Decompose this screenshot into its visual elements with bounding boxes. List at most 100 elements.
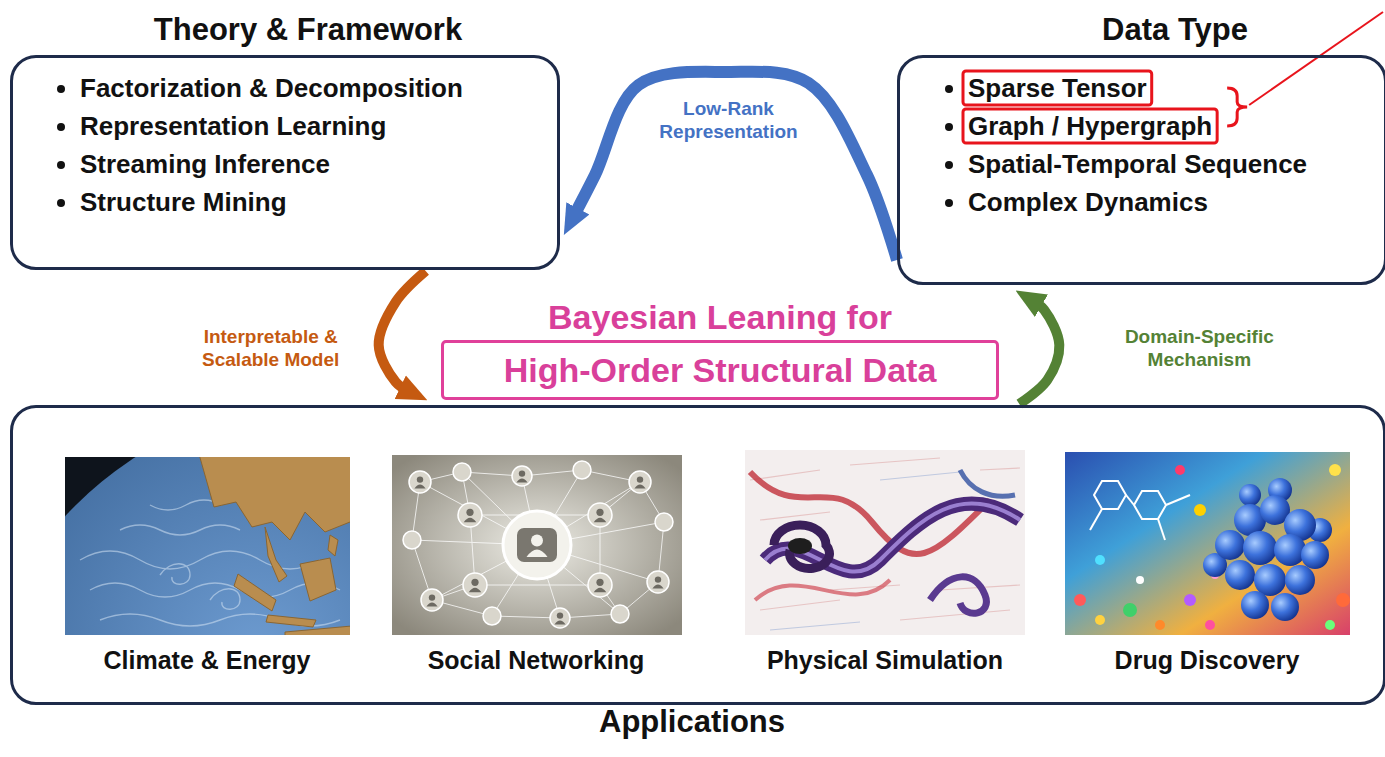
flow-picture-part	[930, 577, 986, 613]
network-picture-part-part	[550, 608, 570, 628]
globe-picture-part-part	[195, 457, 350, 540]
flow-picture-part	[745, 450, 1025, 635]
flow-picture-part-part	[830, 585, 900, 590]
molecule-picture-part-part	[1184, 594, 1196, 606]
network-picture	[392, 455, 682, 635]
network-picture-part-part	[403, 531, 421, 549]
globe-picture-part	[195, 457, 350, 635]
globe-picture-part-part	[234, 574, 276, 611]
bullet-item: Representation Learning	[80, 107, 547, 145]
highlight-marks	[963, 12, 1383, 143]
molecule-picture-part-part	[1094, 481, 1126, 509]
network-picture-part-part	[426, 594, 437, 606]
bullet-text: Representation Learning	[80, 111, 386, 141]
molecule-picture-part-part	[1194, 504, 1206, 516]
molecule-picture-part-part	[1215, 530, 1245, 560]
globe-picture-part-part	[210, 589, 240, 610]
molecule-picture-part-part	[1095, 555, 1105, 565]
globe-picture-part	[65, 457, 350, 635]
molecule-picture-part	[1074, 464, 1350, 630]
core-topic-box: Bayesian Leaning forHigh-Order Structura…	[441, 340, 1000, 400]
bullet-item: Factorization & Decomposition	[80, 69, 547, 107]
network-picture-part-part	[588, 503, 612, 527]
network-picture-part-part	[647, 571, 669, 593]
highlight-marks-part	[1249, 12, 1383, 105]
globe-picture-part-part	[265, 527, 287, 582]
arrow-label: Low-Rank Representation	[649, 97, 809, 143]
bullet-text: Factorization & Decomposition	[80, 73, 463, 103]
network-picture-part-part	[655, 513, 673, 531]
network-picture-part	[503, 511, 571, 579]
application-caption: Physical Simulation	[767, 645, 1003, 675]
molecule-picture-part-part	[1123, 603, 1137, 617]
application-caption: Drug Discovery	[1115, 645, 1300, 675]
network-picture-part	[412, 470, 664, 618]
molecule-picture-part-part	[1271, 593, 1299, 621]
molecule-picture-part-part	[1090, 509, 1102, 530]
molecule-picture-part-part	[1243, 531, 1277, 565]
arrow-label: Interpretable & Scalable Model	[191, 325, 351, 371]
topic-text: High-Order Structural Data	[504, 343, 937, 397]
flow-picture-part	[960, 470, 1015, 496]
molecule-picture-part-part	[1336, 593, 1350, 607]
network-picture-part-part	[629, 471, 651, 493]
molecule-picture-part-part	[1166, 495, 1190, 505]
panel-heading: Theory & Framework	[154, 12, 462, 48]
flow-picture-part	[750, 458, 1020, 620]
globe-picture-part-part	[266, 615, 316, 627]
bullet-item: Complex Dynamics	[968, 183, 1374, 221]
bullet-text: Graph / Hypergraph	[968, 111, 1212, 141]
curved-arrow	[573, 72, 897, 260]
highlight-marks-part	[963, 71, 1152, 105]
bullet-list: Factorization & DecompositionRepresentat…	[13, 58, 557, 221]
globe-picture-part-part	[100, 614, 340, 626]
flow-picture-part-part	[980, 468, 1020, 470]
arrow-label: Domain-Specific Mechanism	[1119, 325, 1279, 371]
molecule-picture-part-part	[1239, 484, 1261, 506]
network-picture-part-part	[464, 509, 477, 523]
bullet-item: Spatial-Temporal Sequence	[968, 145, 1374, 183]
globe-picture-part-part	[300, 558, 336, 601]
network-picture-part-part	[414, 476, 425, 488]
network-picture-part-part	[475, 585, 600, 586]
flow-picture-part-part	[880, 472, 960, 480]
molecule-picture-part-part	[1134, 491, 1166, 519]
globe-picture-part-part	[80, 551, 320, 569]
bullet-text: Spatial-Temporal Sequence	[968, 149, 1307, 179]
flow-picture-part-part	[760, 600, 840, 610]
bullet-item: Streaming Inference	[80, 145, 547, 183]
flow-picture	[745, 450, 1025, 635]
globe-picture-part-part	[285, 626, 350, 635]
highlight-marks-part	[963, 109, 1217, 143]
molecule-picture-part	[1090, 481, 1190, 540]
flow-picture-part	[788, 538, 812, 554]
bullet-text: Sparse Tensor	[968, 73, 1147, 103]
flow-picture-part	[774, 525, 829, 568]
globe-picture-part-part	[328, 535, 338, 556]
bullet-item: Structure Mining	[80, 183, 547, 221]
molecule-picture-part-part	[1136, 576, 1144, 584]
network-picture-part-part	[463, 573, 487, 597]
network-picture-part-part	[421, 589, 443, 611]
application-caption: Social Networking	[428, 645, 645, 675]
network-picture-part-part	[643, 477, 657, 492]
flow-picture-part-part	[850, 458, 940, 465]
molecule-picture-part-part	[1254, 564, 1286, 596]
framework-panel: Theory & FrameworkFactorization & Decomp…	[10, 55, 560, 270]
globe-picture-part-part	[150, 500, 222, 510]
globe-picture-part-part	[160, 564, 190, 585]
network-picture-part	[527, 535, 548, 558]
applications-panel: ApplicationsClimate & EnergySocial Netwo…	[10, 405, 1385, 705]
network-picture-part-part	[634, 476, 645, 488]
network-picture-part-part	[611, 605, 629, 623]
network-picture-part-part	[469, 579, 482, 593]
network-picture-part-part	[412, 470, 664, 618]
network-picture-part-part	[594, 509, 607, 523]
globe-picture-part-part	[120, 525, 240, 535]
molecule-picture-part-part	[1155, 620, 1165, 630]
network-picture-part	[392, 455, 682, 635]
bullet-list: Sparse TensorGraph / HypergraphSpatial-T…	[900, 58, 1384, 221]
bullet-item: Sparse Tensor	[968, 69, 1374, 107]
network-picture-part-part	[458, 503, 482, 527]
